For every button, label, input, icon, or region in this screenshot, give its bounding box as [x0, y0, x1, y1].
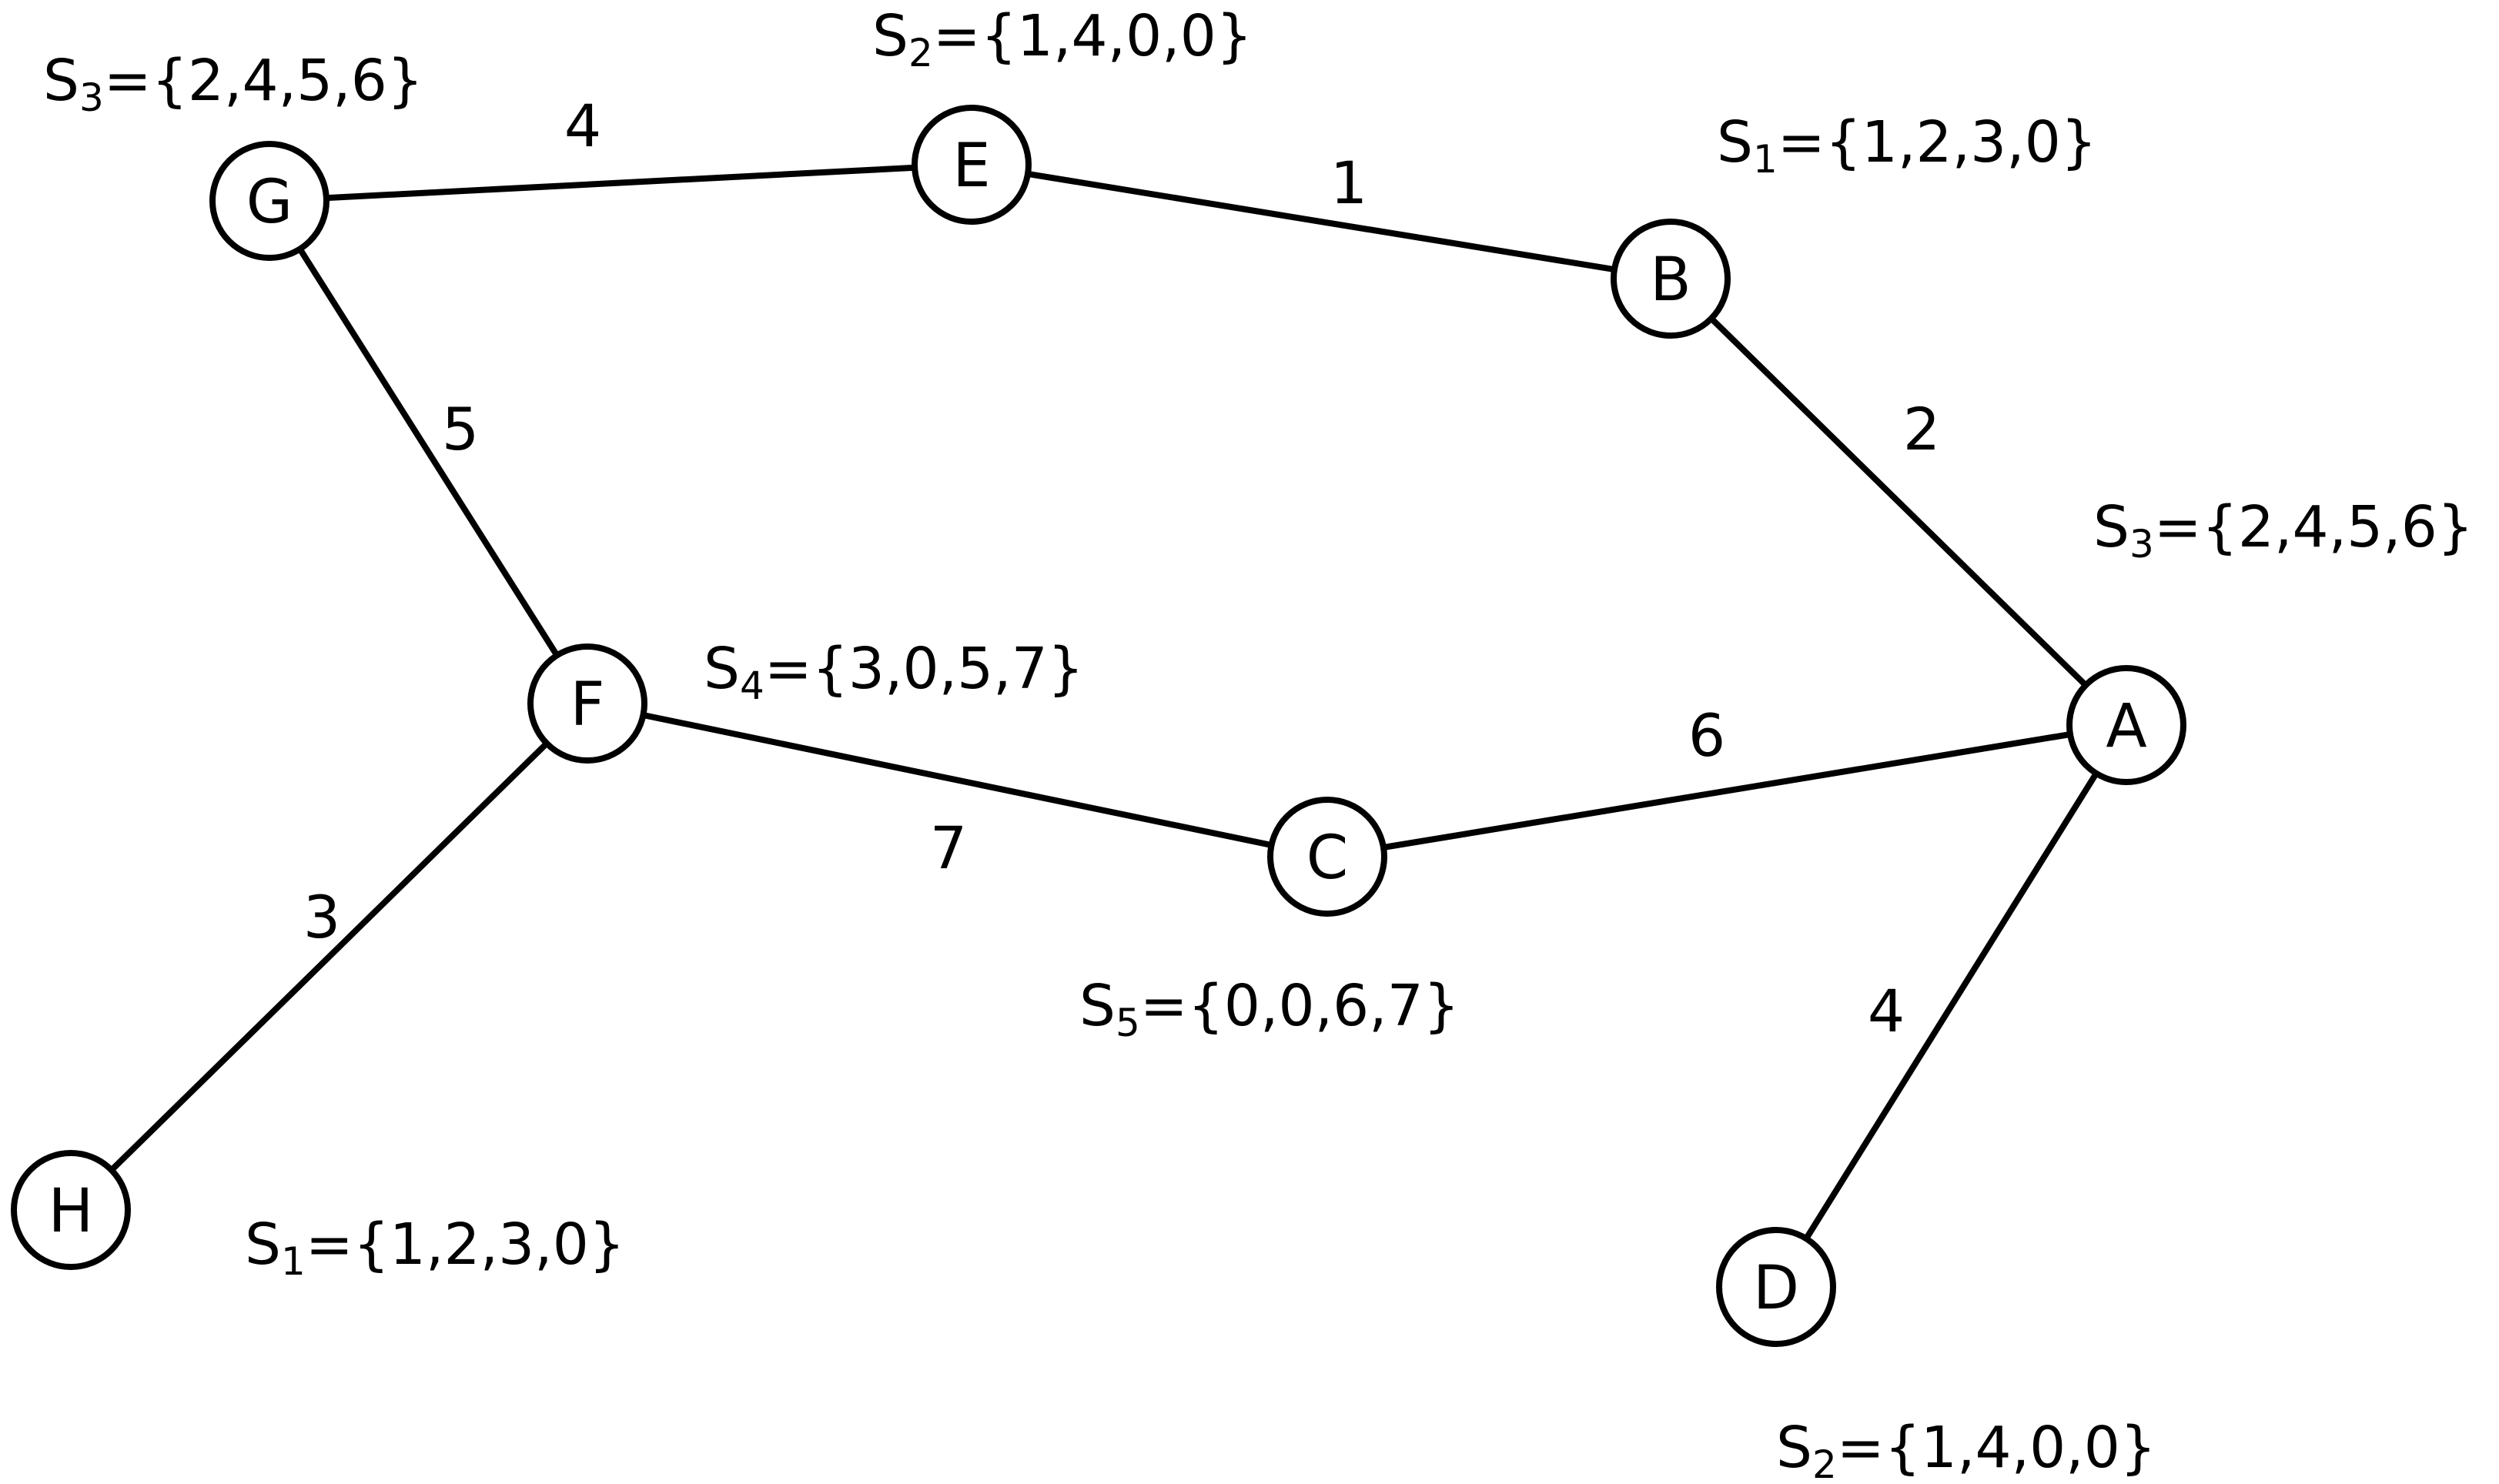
set-values: ={2,4,5,6}: [2154, 494, 2474, 560]
set-values: ={1,2,3,0}: [306, 1212, 625, 1278]
set-label-c: S5={0,0,6,7}: [1079, 973, 1460, 1045]
set-label-e: S2={1,4,0,0}: [872, 3, 1253, 75]
node-label-g: G: [246, 168, 293, 237]
edge-a-d: [1773, 722, 2129, 1290]
node-label-a: A: [2106, 692, 2146, 761]
node-circle-h: [11, 1150, 131, 1270]
set-symbol: S: [704, 636, 740, 702]
set-values: ={1,2,3,0}: [1778, 109, 2097, 175]
node-label-h: H: [49, 1177, 94, 1246]
edge-g-f: [266, 198, 590, 707]
set-label-f: S4={3,0,5,7}: [704, 636, 1084, 708]
edge-weight-a-d: 4: [1868, 977, 1905, 1045]
set-subscript: 5: [1116, 1001, 1140, 1045]
set-subscript: 3: [79, 75, 104, 120]
edge-g-e: [266, 162, 975, 204]
node-circle-c: [1267, 797, 1387, 917]
set-symbol: S: [1717, 109, 1753, 175]
set-label-g: S3={2,4,5,6}: [43, 48, 423, 120]
set-subscript: 2: [908, 31, 933, 75]
node-circle-a: [2066, 665, 2186, 785]
set-label-d: S2={1,4,0,0}: [1776, 1415, 2156, 1484]
node-d: D: [1716, 1227, 1836, 1347]
set-subscript: 3: [2129, 522, 2154, 567]
set-values: ={2,4,5,6}: [104, 48, 423, 114]
set-subscript: 1: [1753, 137, 1778, 182]
node-label-b: B: [1650, 246, 1691, 315]
edge-b-a: [1668, 276, 2129, 728]
node-label-f: F: [570, 670, 605, 740]
set-symbol: S: [245, 1212, 281, 1278]
set-symbol: S: [2093, 494, 2129, 560]
node-circle-g: [209, 141, 330, 261]
node-a: A: [2066, 665, 2186, 785]
set-label-b: S1={1,2,3,0}: [1717, 109, 2097, 182]
edge-f-h: [68, 700, 590, 1213]
edge-weight-g-f: 5: [442, 395, 479, 463]
set-symbol: S: [1079, 973, 1116, 1039]
edge-weight-f-c: 7: [930, 814, 967, 882]
edge-weight-f-h: 3: [303, 883, 340, 951]
node-g: G: [209, 141, 330, 261]
node-b: B: [1611, 219, 1731, 339]
set-values: ={1,4,0,0}: [933, 3, 1253, 69]
node-circle-e: [912, 105, 1032, 225]
edge-weight-c-a: 6: [1688, 701, 1725, 770]
set-values: ={0,0,6,7}: [1140, 973, 1460, 1039]
set-values: ={3,0,5,7}: [764, 636, 1084, 702]
nodes-layer: A B C D E F G H: [11, 105, 2186, 1347]
set-label-h: S1={1,2,3,0}: [245, 1212, 625, 1284]
set-symbol: S: [43, 48, 79, 114]
node-circle-f: [527, 643, 647, 764]
edges-layer: [68, 162, 2129, 1290]
edge-e-b: [968, 162, 1674, 282]
node-f: F: [527, 643, 647, 764]
edge-weight-e-b: 1: [1330, 149, 1367, 217]
node-label-c: C: [1306, 824, 1348, 893]
set-symbol: S: [1776, 1415, 1812, 1481]
edge-weight-g-e: 4: [564, 92, 601, 160]
set-label-a: S3={2,4,5,6}: [2093, 494, 2474, 567]
edge-weight-b-a: 2: [1903, 395, 1940, 463]
set-values: ={1,4,0,0}: [1837, 1415, 2156, 1481]
node-label-e: E: [952, 132, 990, 201]
node-c: C: [1267, 797, 1387, 917]
edge-weights-layer: 4 1 2 5 7 6 3 4: [303, 92, 1940, 1045]
set-symbol: S: [872, 3, 908, 69]
node-circle-b: [1611, 219, 1731, 339]
set-subscript: 4: [740, 663, 764, 708]
set-subscript: 1: [281, 1239, 306, 1284]
node-h: H: [11, 1150, 131, 1270]
edge-c-a: [1324, 722, 2129, 860]
node-e: E: [912, 105, 1032, 225]
node-label-d: D: [1753, 1254, 1799, 1323]
set-labels-layer: S3={2,4,5,6}S2={1,4,0,0}S1={1,2,3,0}S3={…: [43, 3, 2474, 1484]
edge-f-c: [584, 700, 1330, 860]
set-subscript: 2: [1812, 1442, 1837, 1484]
node-circle-d: [1716, 1227, 1836, 1347]
